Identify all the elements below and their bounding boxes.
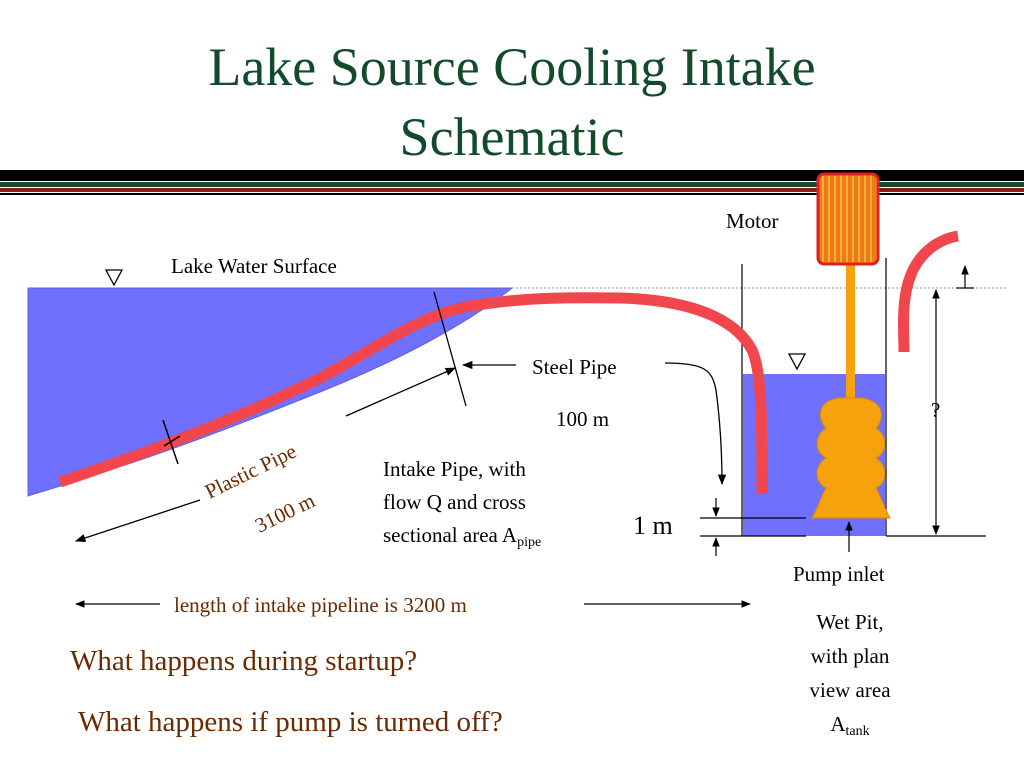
- pump-body: [811, 397, 891, 519]
- tank-area-symbol: A: [830, 712, 846, 736]
- wet-pit-label-line-3: view area: [809, 678, 891, 702]
- tank-area-subscript: tank: [845, 724, 870, 739]
- title-rule-red: [0, 188, 1024, 192]
- wet-pit-label-line-2: with plan: [810, 644, 890, 668]
- inverted-triangle-icon: [787, 353, 807, 371]
- intake-pipe: [58, 292, 768, 495]
- intake-label-line-1: Intake Pipe, with: [383, 457, 526, 481]
- motor-label: Motor: [726, 209, 779, 233]
- title-rule-green: [0, 182, 1024, 187]
- question-pump-off: What happens if pump is turned off?: [78, 706, 503, 738]
- wet-pit-label-line-4: Atank: [786, 712, 914, 744]
- intake-area-symbol: sectional area A: [383, 523, 518, 547]
- head-unknown-label: ?: [931, 398, 941, 422]
- steel-pipe-label: Steel Pipe: [532, 355, 617, 379]
- intake-label-line-2: flow Q and cross: [383, 490, 526, 514]
- question-startup: What happens during startup?: [70, 645, 418, 677]
- pump-inlet-label: Pump inlet: [793, 562, 885, 586]
- wet-pit-label-line-1: Wet Pit,: [816, 610, 884, 634]
- intake-label-line-3: sectional area Apipe: [383, 523, 541, 555]
- lake-surface-label: Lake Water Surface: [171, 254, 337, 278]
- one-meter-label: 1 m: [633, 511, 673, 540]
- pump-shaft: [846, 262, 855, 406]
- steel-pipe-joint: [433, 291, 467, 407]
- intake-pipe-pointer: [664, 362, 727, 486]
- steel-pipe-length: 100 m: [556, 407, 610, 431]
- motor-block: [816, 172, 880, 266]
- plastic-pipe-length-arrow-a: [75, 499, 201, 543]
- title-line-1: Lake Source Cooling Intake: [208, 37, 816, 97]
- title-rule-black: [0, 170, 1024, 181]
- inverted-triangle-icon: [104, 269, 124, 287]
- plastic-pipe-length-arrow-b: [345, 367, 456, 417]
- pipeline-length-label: length of intake pipeline is 3200 m: [174, 593, 467, 617]
- title-line-2: Schematic: [399, 107, 625, 167]
- plastic-pipe-joint-tick: [163, 435, 181, 447]
- discharge-pipe: [897, 230, 960, 353]
- title-rule-thin: [0, 193, 1024, 195]
- intake-area-subscript: pipe: [517, 535, 542, 550]
